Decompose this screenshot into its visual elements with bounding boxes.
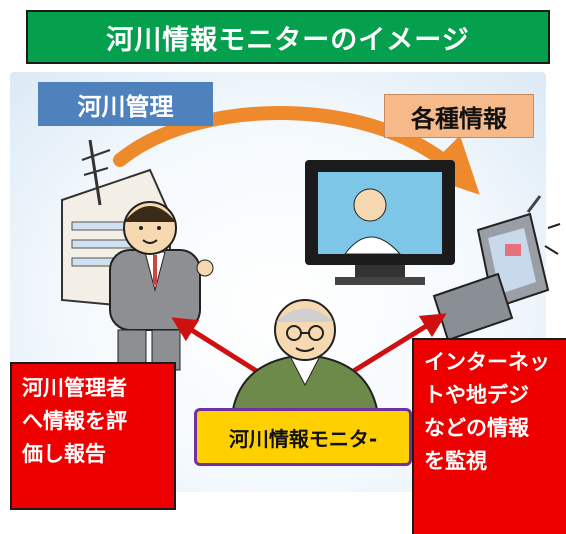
various-info-label: 各種情報 xyxy=(384,94,534,138)
monitoring-line: などの情報 xyxy=(424,416,529,440)
manager-report-line: 河川管理者 xyxy=(22,376,127,400)
monitoring-line: トや地デジ xyxy=(424,383,529,407)
tv-monitor-icon xyxy=(305,160,455,285)
page-title: 河川情報モニターのイメージ xyxy=(26,10,550,64)
river-monitor-label: 河川情報モニタ- xyxy=(194,408,412,466)
manager-report-line: 価し報告 xyxy=(22,442,106,466)
mobile-phone-icon xyxy=(432,195,561,342)
monitoring-line: インターネッ xyxy=(424,350,550,374)
river-monitor-figure xyxy=(230,299,380,416)
river-management-label: 河川管理 xyxy=(38,82,213,126)
manager-report-line: へ情報を評 xyxy=(22,409,127,433)
monitoring-line: を監視 xyxy=(424,449,487,473)
monitoring-box: インターネッ トや地デジ などの情報 を監視 xyxy=(412,338,566,534)
flow-arrow-orange xyxy=(113,106,480,195)
report-arrow xyxy=(171,317,260,375)
manager-report-box: 河川管理者 へ情報を評 価し報告 xyxy=(10,362,176,510)
river-manager-figure xyxy=(109,201,214,371)
watch-arrow xyxy=(350,313,447,375)
